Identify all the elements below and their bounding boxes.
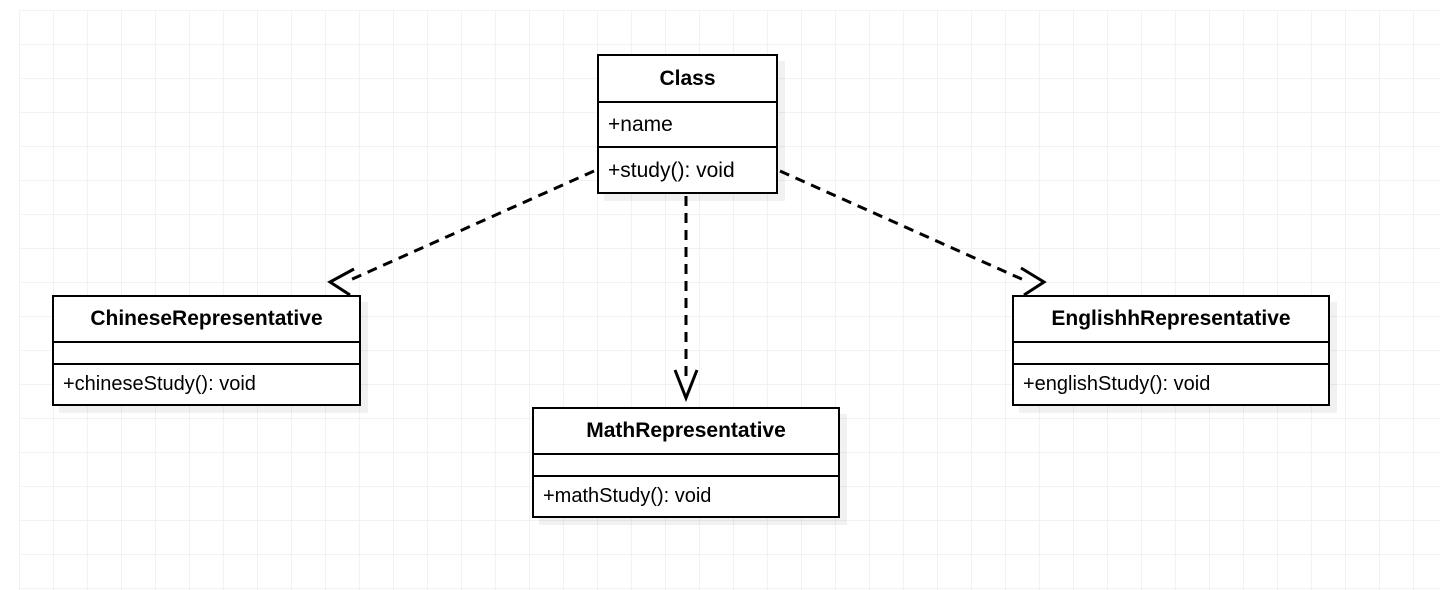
- uml-operation-compartment: +chineseStudy(): void: [54, 365, 359, 403]
- uml-class-name: ChineseRepresentative: [54, 297, 359, 343]
- uml-attribute: +name: [608, 112, 673, 136]
- uml-class-name: EnglishhRepresentative: [1014, 297, 1328, 343]
- uml-class-englishhrepresentative[interactable]: EnglishhRepresentative +englishStudy(): …: [1012, 295, 1330, 406]
- uml-operation-compartment: +englishStudy(): void: [1014, 365, 1328, 403]
- uml-operation: +englishStudy(): void: [1023, 372, 1211, 395]
- uml-operation: +chineseStudy(): void: [63, 372, 256, 395]
- uml-operation-compartment: +mathStudy(): void: [534, 477, 838, 515]
- uml-attribute-compartment: [534, 455, 838, 477]
- uml-attribute-compartment: +name: [599, 103, 776, 148]
- canvas-left-margin: [0, 0, 19, 590]
- edge-class-to-english[interactable]: [779, 169, 1047, 297]
- uml-attribute-compartment: [1014, 343, 1328, 365]
- edge-class-to-math[interactable]: [673, 196, 699, 403]
- uml-class-class[interactable]: Class +name +study(): void: [597, 54, 778, 194]
- uml-attribute-compartment: [54, 343, 359, 365]
- uml-operation-compartment: +study(): void: [599, 148, 776, 193]
- uml-class-name: MathRepresentative: [534, 409, 838, 455]
- uml-class-name: Class: [599, 56, 776, 103]
- uml-class-mathrepresentative[interactable]: MathRepresentative +mathStudy(): void: [532, 407, 840, 518]
- uml-operation: +study(): void: [608, 158, 735, 182]
- uml-operation: +mathStudy(): void: [543, 484, 712, 507]
- uml-class-chineserepresentative[interactable]: ChineseRepresentative +chineseStudy(): v…: [52, 295, 361, 406]
- canvas-top-margin: [0, 0, 1440, 10]
- edge-class-to-chinese[interactable]: [327, 169, 595, 297]
